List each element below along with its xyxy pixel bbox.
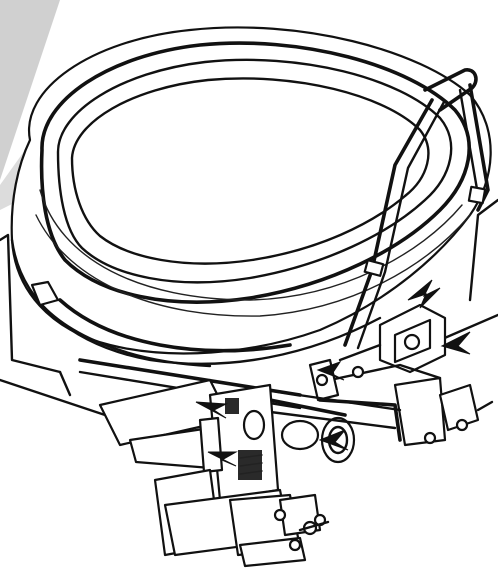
hitch-frame bbox=[153, 468, 330, 568]
arrow-link bbox=[316, 361, 345, 381]
arrow-bracket-upper bbox=[195, 401, 228, 419]
callout-arrows bbox=[195, 279, 471, 467]
arrow-right bbox=[440, 331, 471, 355]
lever-handle bbox=[343, 68, 490, 350]
arrow-bracket-lower bbox=[207, 451, 238, 467]
background-frame-right bbox=[438, 198, 498, 342]
background-frame-left bbox=[0, 233, 122, 422]
spinner-hub bbox=[280, 416, 356, 464]
arrow-top-right bbox=[407, 279, 441, 309]
mount-bracket bbox=[198, 383, 280, 502]
arrow-hub bbox=[318, 429, 349, 451]
linkage-mechanism bbox=[308, 303, 494, 447]
shadow-wedge-top bbox=[0, 0, 60, 180]
